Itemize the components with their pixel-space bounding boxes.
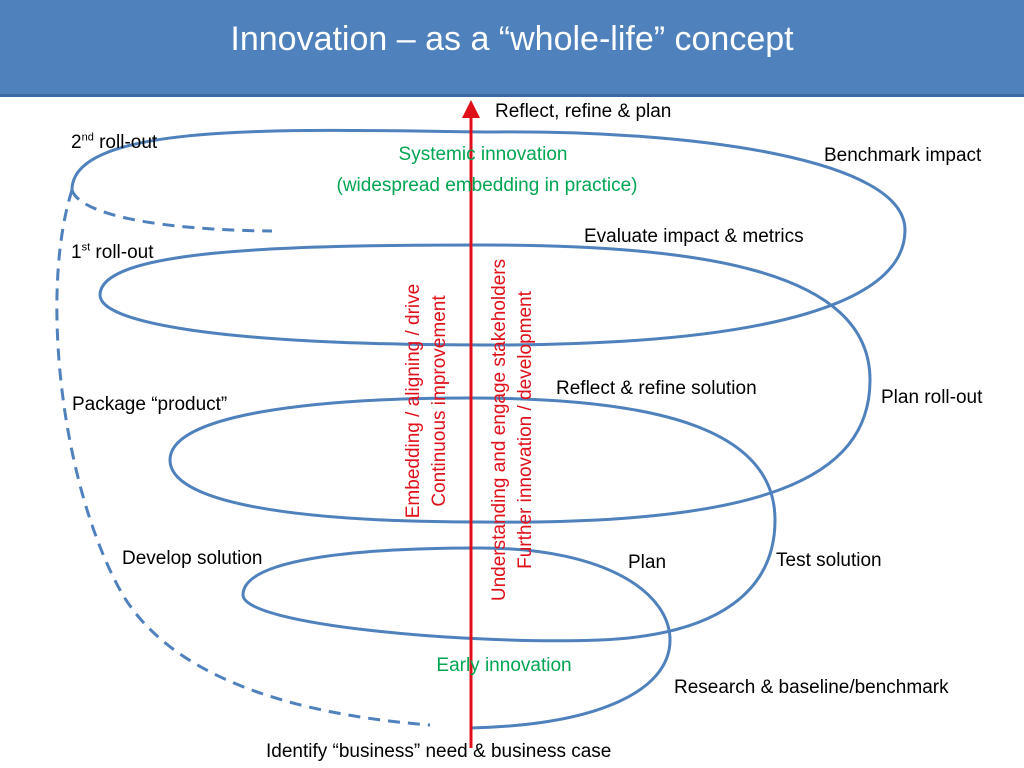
label-plan-rollout: Plan roll-out [881,387,983,408]
label-reflect-refine-solution: Reflect & refine solution [556,378,757,399]
dashed-return-top [70,189,273,233]
label-second-rollout-text: roll-out [93,132,158,153]
page-title: Innovation – as a “whole-life” concept [230,20,794,58]
label-identify-need: Identify “business” need & business case [266,741,612,762]
dashed-return-outer [55,189,431,727]
label-first-rollout-num: 1 [71,242,82,263]
label-second-rollout: 2nd roll-out [71,132,157,154]
vertical-text-right-line2: Further innovation / development [515,291,536,569]
vertical-text-left-line2: Continuous improvement [429,295,450,507]
vertical-text-right: Understanding and engage stakeholders Fu… [487,230,539,630]
label-research-baseline: Research & baseline/benchmark [674,677,949,698]
red-arrow-head [462,100,480,118]
title-bar: Innovation – as a “whole-life” concept [0,0,1024,97]
label-systemic-innovation: Systemic innovation [398,144,568,165]
label-first-rollout: 1st roll-out [71,242,154,264]
label-test-solution: Test solution [776,550,882,571]
label-benchmark-impact: Benchmark impact [824,145,982,166]
vertical-text-left: Embedding / aligning / drive Continuous … [401,251,453,551]
label-evaluate-impact: Evaluate impact & metrics [584,226,804,247]
spiral-loop-bottom [241,546,672,730]
vertical-text-left-line1: Embedding / aligning / drive [403,283,424,519]
label-systemic-innovation-desc: (widespread embedding in practice) [336,175,638,196]
spiral-loop-second [98,243,872,524]
label-second-rollout-num: 2 [71,132,82,153]
label-reflect-refine-plan: Reflect, refine & plan [495,101,672,122]
label-first-rollout-sup: st [81,241,91,254]
label-plan: Plan [628,552,667,573]
spiral-loop-top [70,128,907,347]
label-package-product: Package “product” [72,394,228,415]
label-second-rollout-sup: nd [81,131,94,144]
label-early-innovation: Early innovation [436,655,572,676]
label-develop-solution: Develop solution [122,548,263,569]
label-first-rollout-text: roll-out [90,242,154,263]
vertical-text-right-line1: Understanding and engage stakeholders [489,258,510,602]
